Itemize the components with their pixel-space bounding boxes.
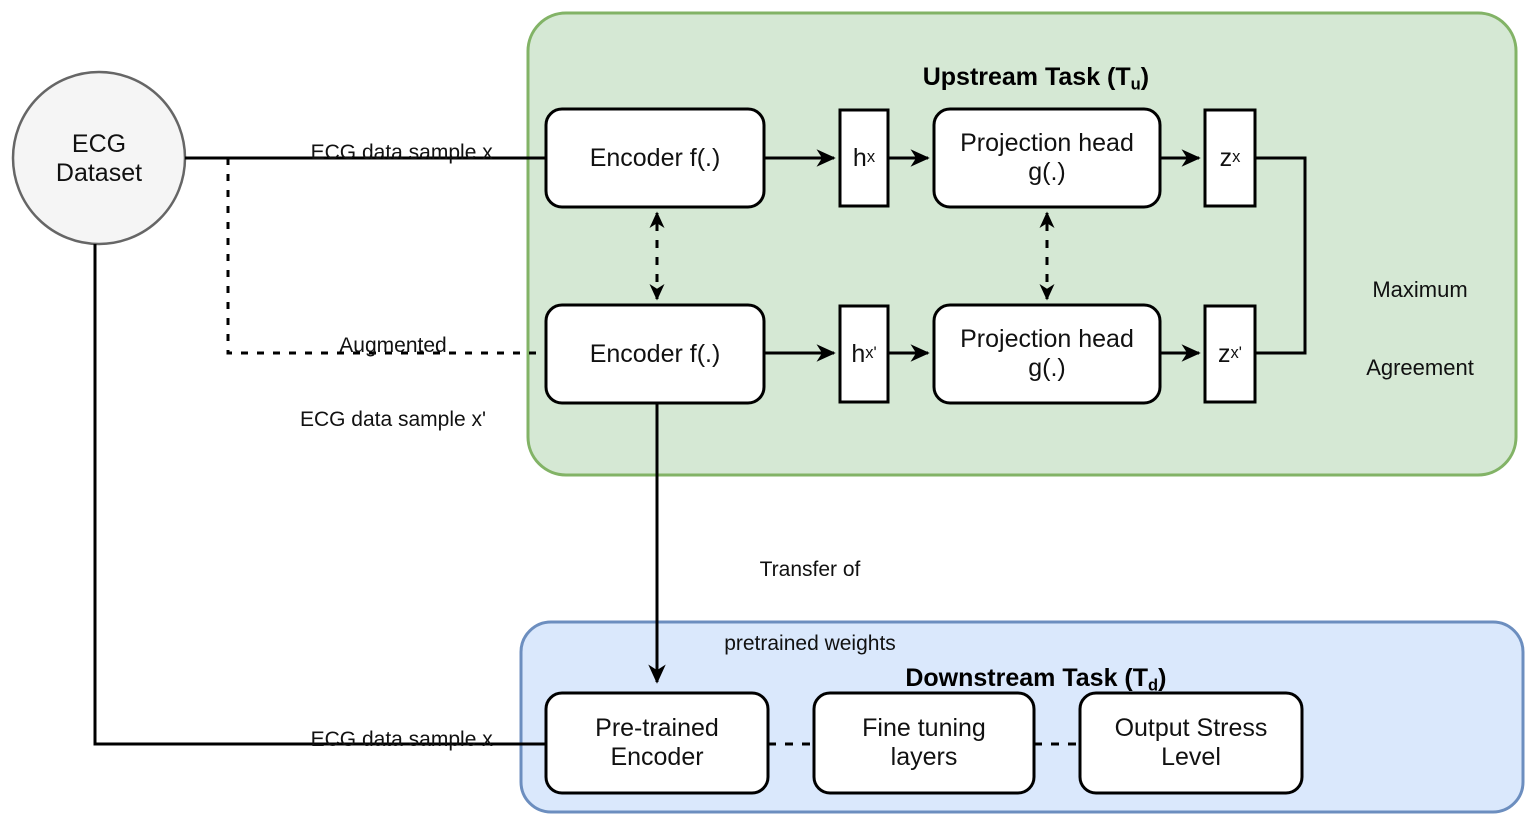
ecg-dataset-label-line2: Dataset (55, 159, 143, 187)
h-x-label-sub: x (866, 148, 876, 167)
output-stress-level-label: Output Stress Level (1080, 693, 1302, 793)
fine-tuning-layers-label: Fine tuning layers (814, 693, 1034, 793)
projection-head-top-label: Projection head g(.) (934, 109, 1160, 207)
projection-head-bottom-label-line2: g(.) (1028, 354, 1066, 382)
output-stress-level-node[interactable] (1078, 691, 1304, 795)
encoder-top-label: Encoder f(.) (546, 109, 764, 207)
output-stress-level-label-line2: Level (1161, 743, 1221, 771)
output-stress-level-label-line1: Output Stress (1114, 714, 1268, 742)
h-x-node[interactable] (838, 108, 890, 208)
fine-tuning-layers-label-line1: Fine tuning (862, 714, 986, 742)
edge-dataset-to-pretrained-encoder (93, 244, 546, 746)
z-x-label-base: z (1219, 143, 1233, 172)
encoder-bottom-label: Encoder f(.) (546, 305, 764, 403)
edge-dataset-to-encoder-bottom-dashed (226, 158, 546, 355)
fine-tuning-layers-label-line2: layers (890, 743, 958, 771)
encoder-bottom-label-text: Encoder f(.) (589, 339, 721, 368)
z-x-prime-label-base: z (1218, 339, 1231, 368)
encoder-top-label-text: Encoder f(.) (589, 143, 721, 172)
pre-trained-encoder-label: Pre-trained Encoder (546, 693, 768, 793)
ecg-dataset-label: ECG Dataset (13, 118, 185, 200)
z-x-label-sub: x (1232, 148, 1241, 167)
h-x-prime-label-sub: x' (865, 344, 877, 363)
pre-trained-encoder-label-line2: Encoder (610, 743, 704, 771)
projection-head-bottom-label-line1: Projection head (960, 325, 1134, 353)
h-x-label-base: h (852, 143, 867, 172)
upstream-task-panel (526, 11, 1518, 477)
projection-head-bottom-label: Projection head g(.) (934, 305, 1160, 403)
projection-head-top-label-line2: g(.) (1028, 158, 1066, 186)
pre-trained-encoder-label-line1: Pre-trained (595, 714, 719, 742)
z-x-node[interactable] (1203, 108, 1257, 208)
h-x-prime-node[interactable] (838, 304, 890, 404)
agreement-bracket (1255, 156, 1307, 355)
projection-head-top-label-line1: Projection head (960, 129, 1134, 157)
z-x-prime-label-sub: x' (1230, 344, 1242, 363)
h-x-prime-label-base: h (851, 339, 866, 368)
ecg-dataset-label-line1: ECG (71, 130, 127, 158)
